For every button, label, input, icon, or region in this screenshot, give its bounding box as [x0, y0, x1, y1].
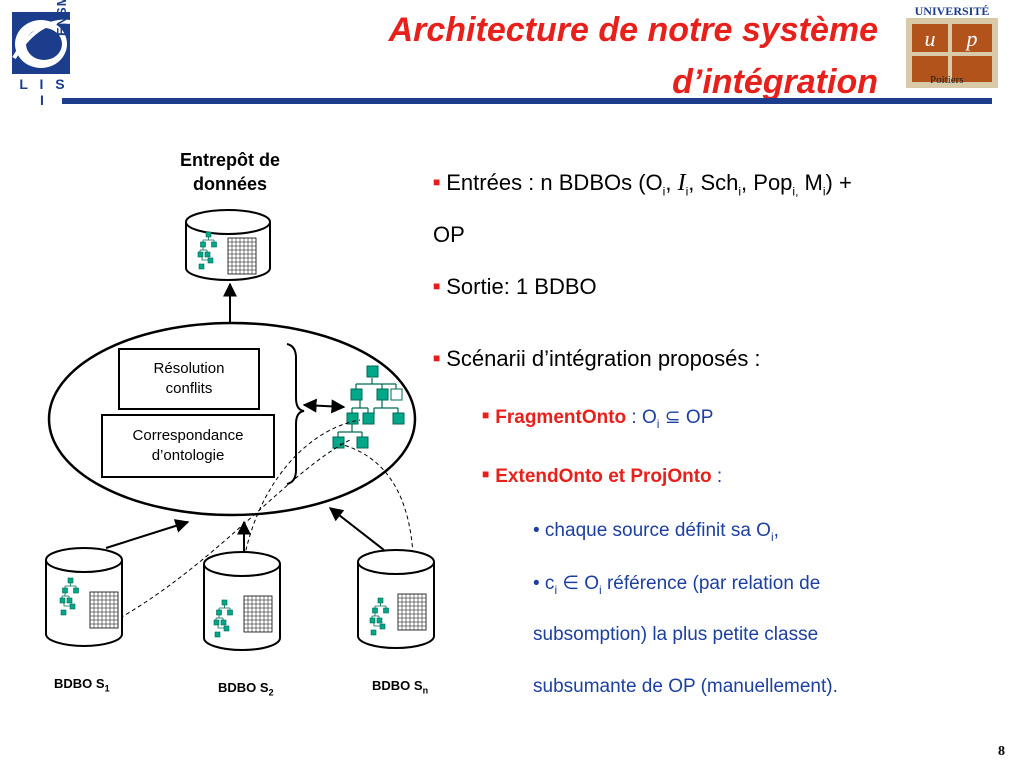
extend-name: ExtendOnto et ProjOnto	[495, 466, 712, 487]
sub1-end: ,	[773, 520, 779, 541]
page-number: 8	[998, 744, 1005, 759]
title-line-2: d’intégration	[672, 63, 878, 101]
svg-text:u: u	[925, 26, 936, 51]
sub-bullet-1: • chaque source définit sa Oi,	[533, 520, 779, 544]
source-label-2-name: BDBO S	[218, 680, 269, 695]
entrees-cal-i: I	[677, 170, 686, 196]
entrees-sub-3: i	[738, 184, 742, 199]
warehouse-label: Entrepôt de données	[150, 148, 310, 196]
bullet-entrees: ■Entrées : n BDBOs (Oi, Ii, Schi, Popi, …	[433, 170, 852, 198]
entrees-sub-4: i,	[792, 184, 799, 199]
slide-title: Architecture de notre système d’intégrat…	[258, 4, 878, 108]
box-correspondance-ontologie: Correspondance d’ontologie	[101, 414, 275, 478]
entrees-suffix: ) +	[825, 170, 852, 195]
svg-text:p: p	[965, 26, 978, 51]
entrees-pop: , Pop	[741, 170, 793, 195]
bullet-fragmentonto: ■ FragmentOnto : Oi ⊆ OP	[482, 406, 713, 431]
sub-bullet-2-line-2: subsomption) la plus petite classe	[533, 624, 819, 645]
source-label-n-name: BDBO S	[372, 678, 423, 693]
university-logo: u p	[906, 18, 998, 88]
entrees-sub-5: i	[822, 184, 826, 199]
source-cylinder-1	[45, 547, 123, 647]
sub2-b: ∈ O	[557, 573, 599, 594]
sub-bullet-2: • ci ∈ Oi référence (par relation de	[533, 572, 820, 597]
source-label-2: BDBO S2	[218, 680, 274, 698]
bullet-extendonto: ■ ExtendOnto et ProjOnto :	[482, 466, 722, 488]
bullet-scenarii: ■ Scénarii d’intégration proposés :	[433, 346, 761, 372]
entrees-comma: ,	[665, 170, 678, 195]
sub1-text: • chaque source définit sa O	[533, 520, 771, 541]
bullet-marker: ■	[433, 279, 441, 293]
box-correspondance-line-1: Correspondance	[132, 427, 244, 444]
ontology-tree	[337, 378, 399, 438]
bullet-marker: ■	[433, 175, 441, 189]
box-resolution-line-1: Résolution	[153, 360, 225, 377]
entrees-text: Entrées : n BDBOs (O	[446, 170, 663, 195]
box-resolution-conflits: Résolution conflits	[118, 348, 260, 410]
bullet-sortie: ■ Sortie: 1 BDBO	[433, 274, 597, 300]
sub2-sub-2: i	[599, 582, 602, 597]
logo-poitiers-text: Poitiers	[930, 74, 964, 86]
bullet-marker: ■	[482, 408, 490, 422]
bullet-entrees-continuation: OP	[433, 222, 465, 247]
box-correspondance-line-2: d’ontologie	[151, 447, 225, 464]
sub2-c: référence (par relation de	[601, 573, 821, 594]
source-label-1: BDBO S1	[54, 676, 110, 694]
source-label-1-sub: 1	[104, 683, 110, 694]
scenarii-text: Scénarii d’intégration proposés :	[446, 346, 761, 371]
sub-bullet-2-line-3: subsumante de OP (manuellement).	[533, 676, 838, 697]
logo-lisi-text: L I S I	[19, 76, 69, 108]
source-cylinder-2	[203, 551, 281, 651]
sub2-a: • c	[533, 573, 555, 594]
title-line-1: Architecture de notre système	[388, 11, 878, 49]
warehouse-label-line-1: Entrepôt de	[179, 150, 280, 170]
source-label-n: BDBO Sn	[372, 678, 428, 696]
logo-university-text: UNIVERSITÉ	[914, 4, 990, 18]
warehouse-cylinder	[185, 209, 271, 281]
extend-colon: :	[711, 466, 723, 487]
sub1-sub: i	[770, 529, 774, 544]
fragment-sub: i	[656, 416, 660, 431]
fragment-op: ⊆ OP	[659, 407, 714, 428]
lisi-logo	[12, 12, 71, 74]
bullet-marker: ■	[433, 351, 441, 365]
box-resolution-line-2: conflits	[165, 380, 213, 397]
fragment-name: FragmentOnto	[495, 407, 627, 428]
entrees-m: M	[798, 170, 823, 195]
fragment-rest: : O	[626, 407, 657, 428]
source-cylinder-n	[357, 549, 435, 649]
entrees-sch: , Sch	[688, 170, 739, 195]
entrees-sub-2: i	[685, 184, 689, 199]
source-label-n-sub: n	[422, 685, 429, 696]
source-label-1-name: BDBO S	[54, 676, 105, 691]
arrow-sn	[328, 507, 385, 551]
title-rule	[62, 98, 992, 104]
sortie-text: Sortie: 1 BDBO	[446, 274, 597, 299]
source-label-2-sub: 2	[268, 687, 274, 698]
arrow-s1	[105, 519, 190, 549]
sub2-sub-1: i	[554, 582, 558, 597]
double-arrow	[302, 398, 346, 414]
bullet-marker: ■	[482, 467, 490, 481]
entrees-sub-1: i	[662, 184, 666, 199]
warehouse-label-line-2: données	[192, 174, 267, 194]
